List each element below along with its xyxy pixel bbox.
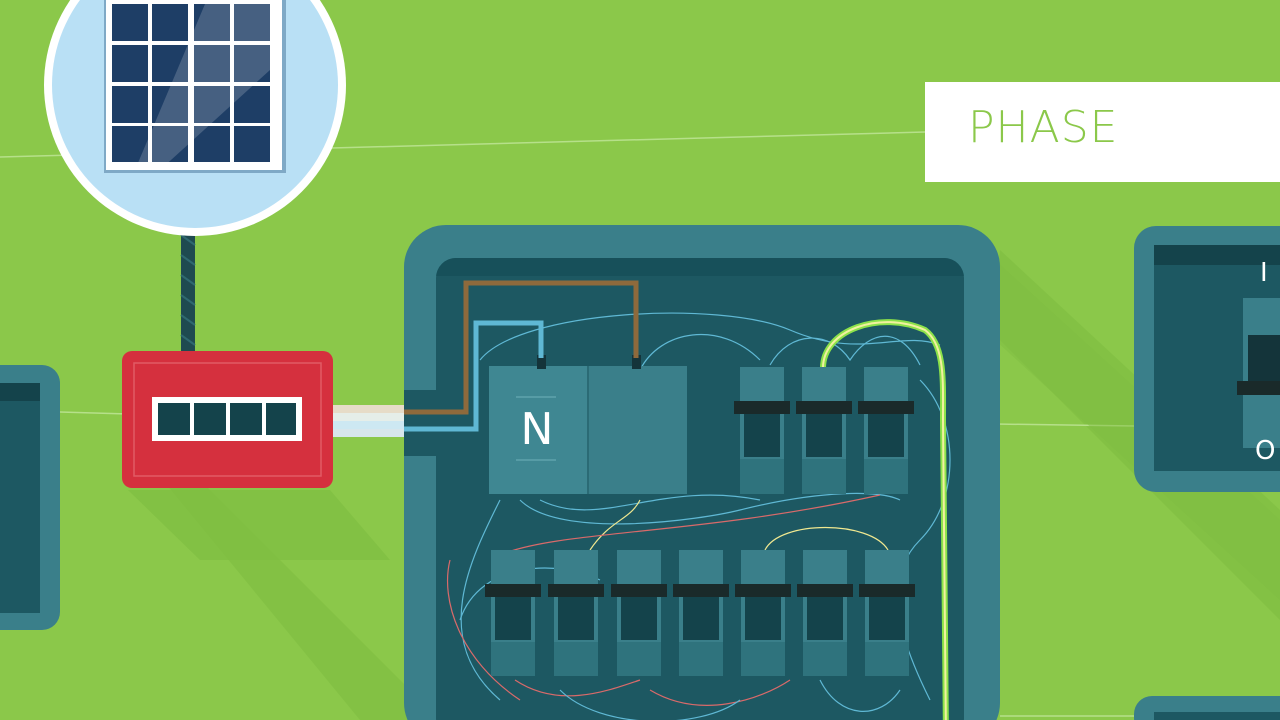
circuit-breaker [548, 550, 604, 676]
meter-icon [122, 351, 405, 560]
left-panel [0, 365, 60, 630]
circuit-breaker [797, 550, 853, 676]
solar-panel-icon [44, 0, 346, 355]
circuit-breaker [673, 550, 729, 676]
main-switch-icon [1134, 226, 1280, 720]
phase-label: PHASE [968, 102, 1119, 153]
switch-on-label: I [1260, 258, 1268, 288]
circuit-breaker [859, 550, 915, 676]
circuit-breaker [485, 550, 541, 676]
neutral-bar-label: N [520, 404, 554, 455]
breaker-icon [485, 367, 915, 676]
switch-off-label: O [1255, 436, 1276, 466]
circuit-breaker [735, 550, 791, 676]
circuit-breaker [734, 367, 790, 494]
circuit-breaker [611, 550, 667, 676]
circuit-breaker [858, 367, 914, 494]
circuit-breaker [796, 367, 852, 494]
phase-label-box [925, 82, 1280, 182]
